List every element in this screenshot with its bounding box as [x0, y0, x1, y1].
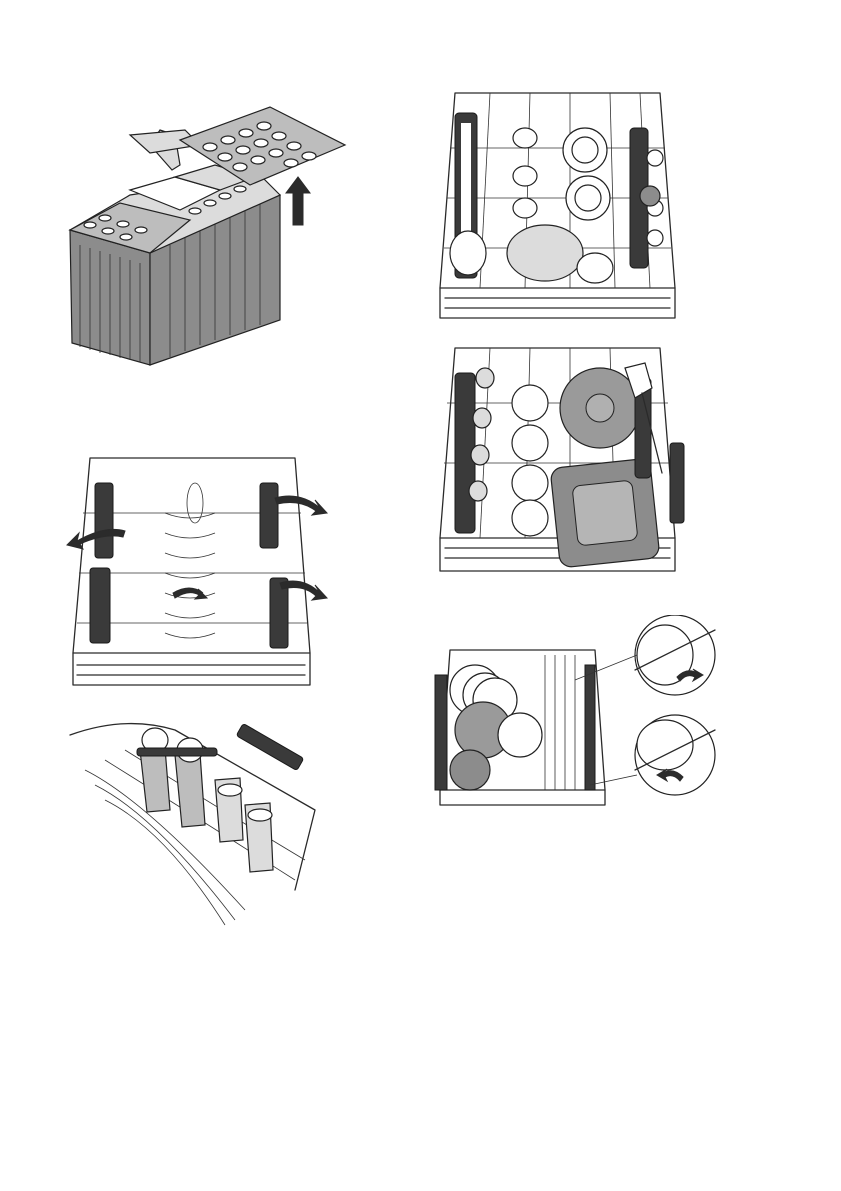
upper-basket-cups-figure — [430, 88, 690, 333]
upper-basket-plates-figure — [430, 343, 695, 583]
curved-arrow-right-icon — [275, 496, 327, 515]
glass-holder-figure — [65, 710, 325, 930]
upper-basket-plates-bowls-icon — [430, 343, 695, 583]
cutlery-basket-figure — [60, 85, 360, 370]
arrow-up-icon — [286, 177, 310, 225]
upper-basket-cups-plates-icon — [430, 88, 690, 333]
glass-holder-rack-icon — [65, 710, 325, 930]
lower-basket-folding-figure — [65, 453, 335, 693]
lower-basket-plates-figure — [425, 615, 725, 810]
lower-basket-plates-magnifier-icon — [425, 615, 725, 810]
curved-arrow-small-icon — [173, 588, 207, 599]
cutlery-basket-icon — [60, 85, 360, 370]
lower-basket-folding-racks-icon — [65, 453, 335, 693]
